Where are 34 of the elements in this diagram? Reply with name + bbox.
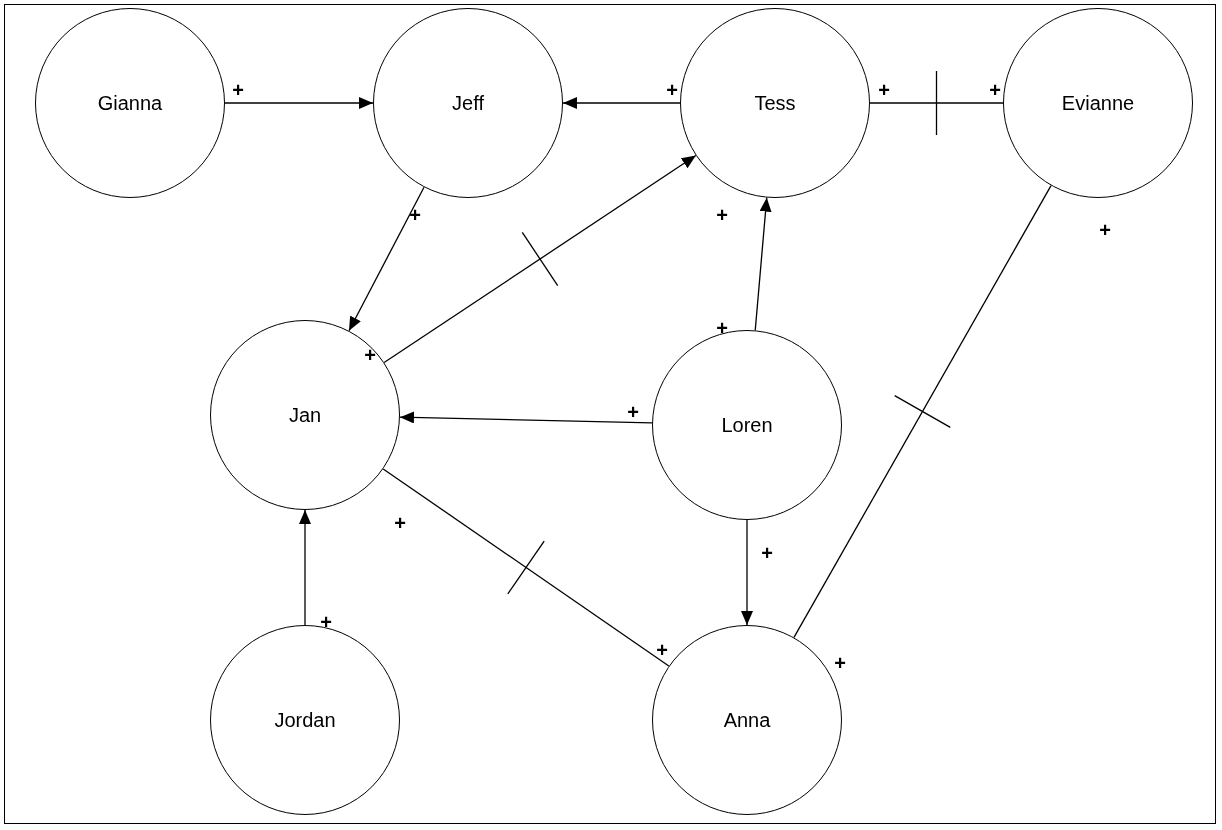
arrow: [383, 154, 697, 364]
polarity-sign: +: [656, 640, 668, 660]
polarity-sign: +: [716, 318, 728, 338]
polarity-sign: +: [716, 205, 728, 225]
arrow: [399, 411, 653, 424]
connector-line: [793, 184, 1052, 639]
polarity-sign: +: [627, 402, 639, 422]
variable-label: Jan: [288, 403, 322, 427]
variable-label: Tess: [754, 91, 796, 115]
polarity-sign: +: [1099, 220, 1111, 240]
arrow: [754, 197, 772, 331]
variable-label: Loren: [721, 413, 773, 437]
variable-label: Jeff: [452, 91, 484, 115]
variable-label: Jordan: [274, 708, 336, 732]
polarity-sign: +: [989, 80, 1001, 100]
arrow: [562, 97, 681, 109]
variable-label: Evianne: [1061, 91, 1135, 115]
polarity-sign: +: [878, 80, 890, 100]
polarity-sign: +: [364, 345, 376, 365]
polarity-sign: +: [409, 205, 421, 225]
variable-label: Anna: [723, 708, 771, 732]
polarity-sign: +: [666, 80, 678, 100]
polarity-sign: +: [761, 543, 773, 563]
arrow: [348, 186, 425, 332]
polarity-sign: +: [320, 612, 332, 632]
connector-line: [382, 468, 670, 667]
arrow: [224, 97, 374, 109]
connector-line: [869, 102, 1004, 104]
arrow: [299, 509, 311, 626]
arrow: [741, 519, 753, 626]
polarity-sign: +: [232, 80, 244, 100]
polarity-sign: +: [834, 653, 846, 673]
polarity-sign: +: [394, 513, 406, 533]
variable-label: Gianna: [97, 91, 163, 115]
